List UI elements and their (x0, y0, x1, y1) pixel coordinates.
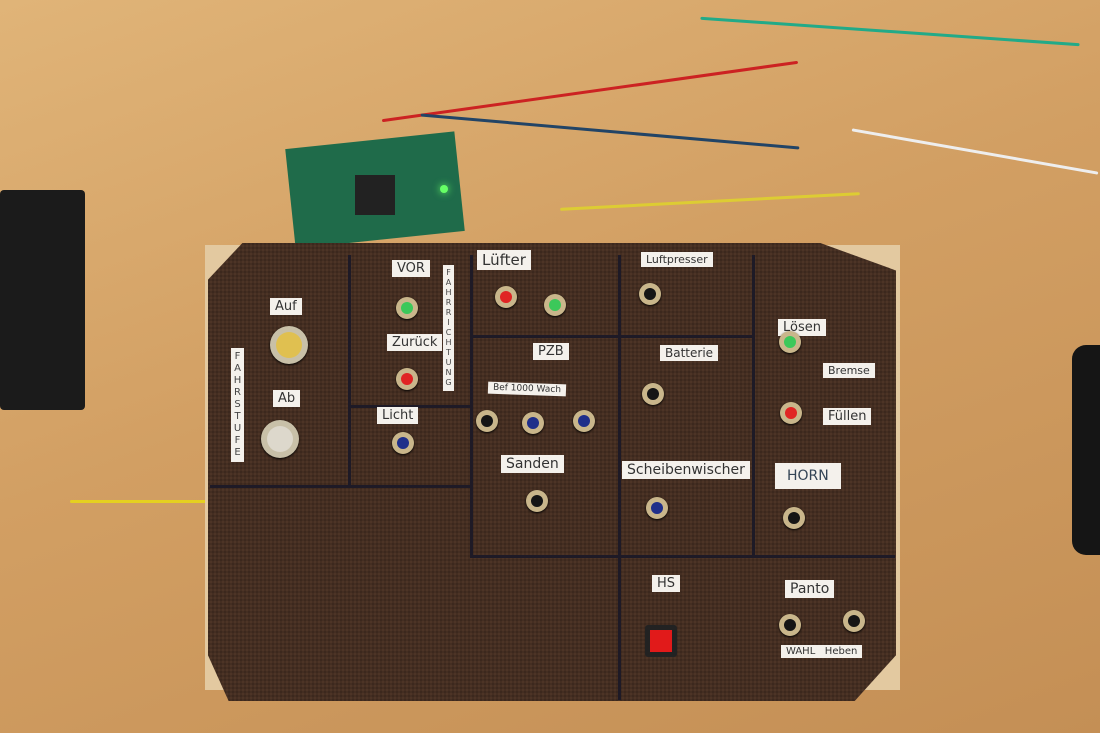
label-luftpresser: Luftpresser (641, 252, 713, 267)
divider (470, 555, 895, 558)
keyboard (0, 190, 85, 410)
label-zurueck: Zurück (387, 334, 443, 351)
divider (350, 405, 470, 408)
label-fuellen: Füllen (823, 408, 872, 425)
label-licht: Licht (377, 407, 419, 424)
label-ab: Ab (273, 390, 301, 407)
button-fuellen[interactable] (780, 402, 802, 424)
button-luefter-an[interactable] (544, 294, 566, 316)
label-pzb: PZB (533, 343, 569, 360)
microcontroller-chip (355, 175, 395, 215)
button-luftpresser[interactable] (639, 283, 661, 305)
mouse (1072, 345, 1100, 555)
label-bremse: Bremse (823, 363, 875, 378)
label-vor: VOR (392, 260, 430, 277)
label-batterie: Batterie (660, 345, 719, 361)
button-auf[interactable] (270, 326, 308, 364)
button-hs[interactable] (645, 625, 677, 657)
label-panto-sub: WAHL Heben (781, 645, 863, 658)
divider (752, 255, 755, 555)
divider (348, 255, 351, 485)
label-panto: Panto (785, 580, 835, 598)
label-fahrstufe: FAHRSTUFE (231, 348, 244, 462)
status-led (440, 185, 448, 193)
divider (470, 255, 473, 555)
button-scheibenwischer[interactable] (646, 497, 668, 519)
label-hs: HS (652, 575, 681, 592)
button-panto-wahl[interactable] (779, 614, 801, 636)
button-luefter-aus[interactable] (495, 286, 517, 308)
label-luefter: Lüfter (477, 250, 531, 270)
button-licht[interactable] (392, 432, 414, 454)
label-auf: Auf (270, 298, 302, 315)
divider (210, 485, 470, 488)
divider (470, 335, 755, 338)
button-pzb-1000[interactable] (522, 412, 544, 434)
wire (70, 500, 210, 503)
button-zurueck[interactable] (396, 368, 418, 390)
label-horn: HORN (775, 463, 841, 489)
label-fahrrichtung: FAHRRICHTUNG (443, 265, 454, 391)
button-panto-heben[interactable] (843, 610, 865, 632)
button-horn[interactable] (783, 507, 805, 529)
button-pzb-wachsam[interactable] (573, 410, 595, 432)
button-loesen[interactable] (779, 331, 801, 353)
button-ab[interactable] (261, 420, 299, 458)
label-sanden: Sanden (501, 455, 564, 473)
button-batterie[interactable] (642, 383, 664, 405)
button-vor[interactable] (396, 297, 418, 319)
divider (618, 255, 621, 700)
button-sanden[interactable] (526, 490, 548, 512)
label-scheibenwischer: Scheibenwischer (622, 461, 750, 479)
button-pzb-befehl[interactable] (476, 410, 498, 432)
